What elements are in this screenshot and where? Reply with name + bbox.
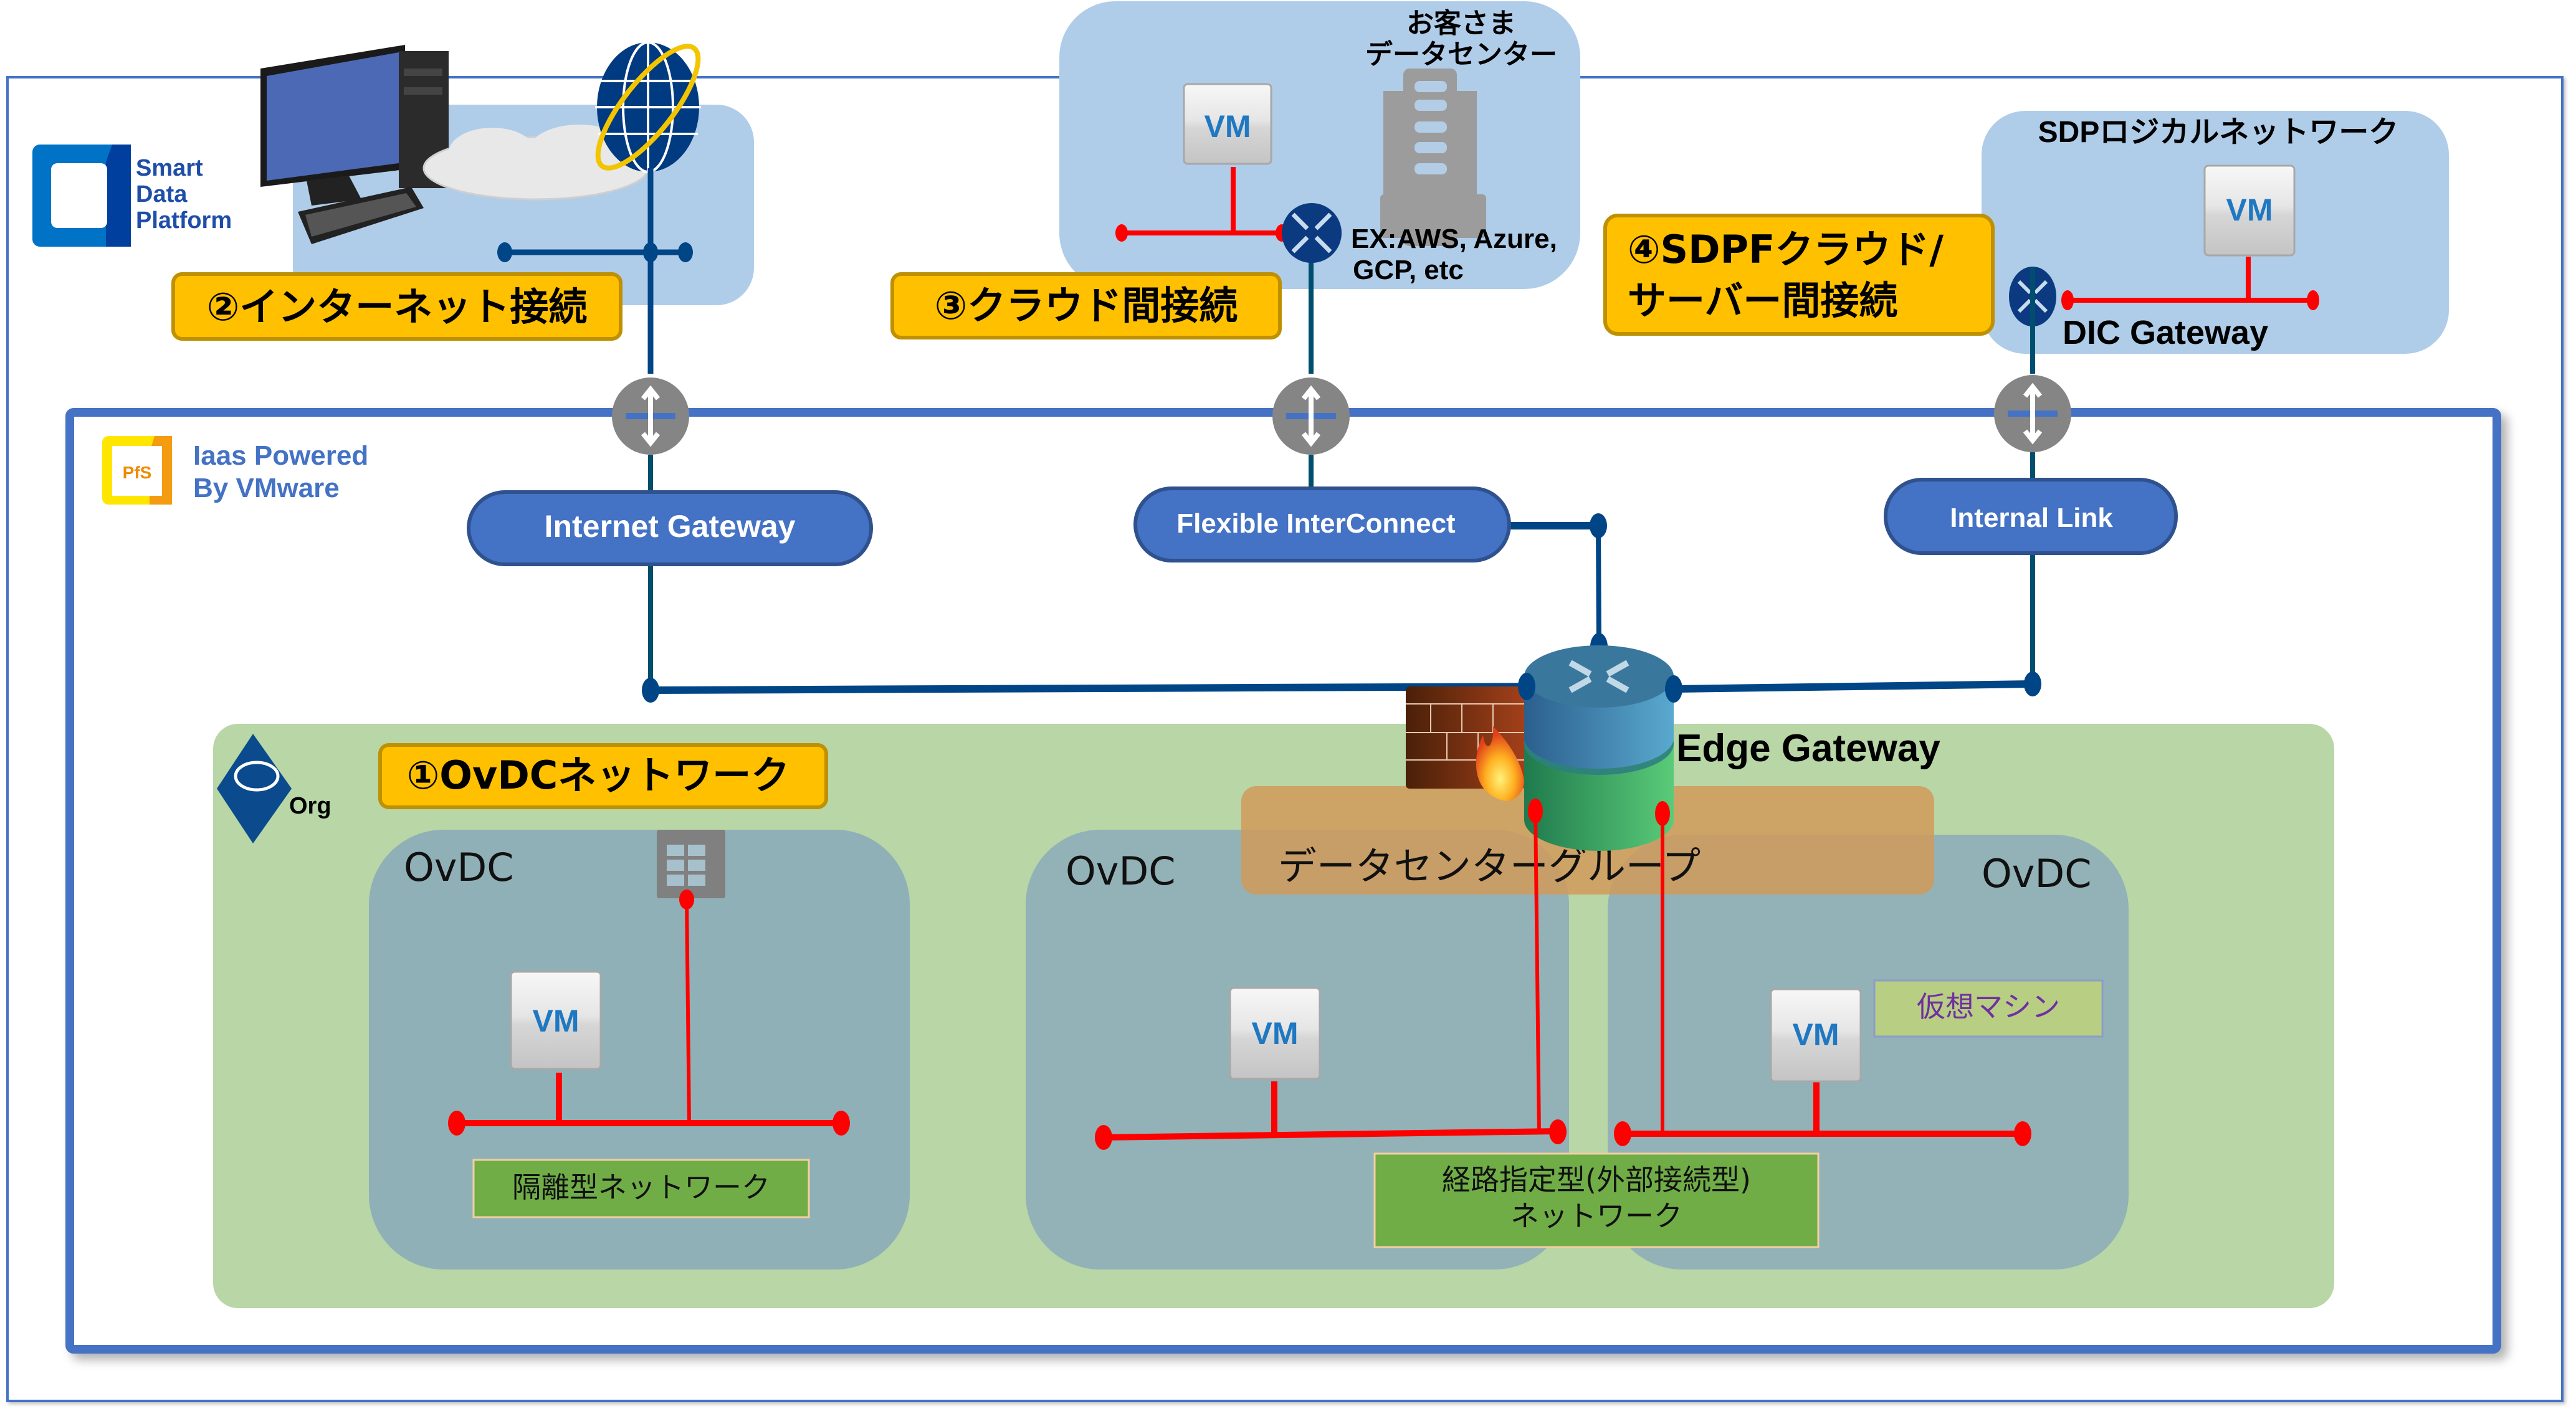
internal-link-label: Internal Link <box>1950 503 2113 533</box>
svg-text:PfS: PfS <box>123 463 152 482</box>
sdp-lan <box>2061 257 2319 310</box>
callout-ovdc-network: ①OvDCネットワーク <box>378 743 828 809</box>
internet-gateway-label: Internet Gateway <box>545 509 796 544</box>
iaas-logo: PfS Iaas Powered By VMware <box>102 436 368 505</box>
org-label: Org <box>289 793 332 819</box>
datacenter-group-label: データセンターグループ <box>1278 843 1701 889</box>
callout-ovdc-text: ①OvDCネットワーク <box>407 752 790 798</box>
internal-link-button[interactable]: Internal Link <box>1884 478 2178 555</box>
ovdc-1-vm[interactable]: VM <box>510 971 602 1070</box>
edge-gateway-label: Edge Gateway <box>1676 727 1940 770</box>
callout-internet-text: ②インターネット接続 <box>207 284 588 330</box>
building-icon <box>1380 69 1486 246</box>
desktop-computer-icon <box>260 45 449 244</box>
sdp-vm-label: VM <box>2226 192 2273 227</box>
internet-gateway-button[interactable]: Internet Gateway <box>467 490 873 566</box>
vm-legend-label: 仮想マシン <box>1917 990 2060 1023</box>
customer-examples-line1: EX:AWS, Azure, <box>1351 224 1557 254</box>
customer-vm-label: VM <box>1205 109 1251 144</box>
internet-local-link <box>497 168 693 374</box>
isolated-network-gateway-icon <box>657 830 725 898</box>
ovdc-2-label: OvDC <box>1066 848 1176 894</box>
ovdc-1-vm-label: VM <box>533 1004 580 1038</box>
vm-legend-box: 仮想マシン <box>1873 979 2104 1038</box>
routed-network-line1: 経路指定型(外部接続型) <box>1442 1163 1751 1197</box>
routed-network-line2: ネットワーク <box>1510 1199 1682 1233</box>
internet-globe-icon <box>595 41 701 173</box>
callout-cloud-text: ③クラウド間接続 <box>935 283 1238 328</box>
sdp-vm[interactable]: VM <box>2203 164 2296 257</box>
brand-line3: Platform <box>136 207 232 234</box>
customer-dc-title-line2: データセンター <box>1365 39 1557 70</box>
brand-line1: Smart <box>136 155 203 181</box>
customer-router-icon <box>1282 203 1342 374</box>
isolated-lan <box>448 890 850 1136</box>
iaas-line2: By VMware <box>193 473 340 503</box>
ovdc-3-vm[interactable]: VM <box>1770 988 1862 1083</box>
ovdc-3-label: OvDC <box>1982 851 2092 896</box>
ovdc-1-label: OvDC <box>404 845 514 890</box>
customer-examples-line2: GCP, etc <box>1353 255 1464 285</box>
isolated-network-label-box: 隔離型ネットワーク <box>472 1159 810 1218</box>
internet-uplink-router-icon <box>612 377 689 455</box>
routed-lan-ovdc3 <box>1614 801 2031 1146</box>
ovdc-3-vm-label: VM <box>1793 1017 1839 1052</box>
callout-cloud-connection: ③クラウド間接続 <box>890 272 1282 339</box>
callout-sdpf-line2: サーバー間接続 <box>1628 278 1897 323</box>
ovdc-2-vm[interactable]: VM <box>1229 987 1321 1080</box>
ovdc-2-vm-label: VM <box>1252 1016 1299 1051</box>
routed-lan-ovdc2 <box>1095 799 1567 1150</box>
flexible-interconnect-button[interactable]: Flexible InterConnect <box>1133 486 1511 562</box>
customer-dc-title-line1: お客さま <box>1406 8 1516 39</box>
brand-line2: Data <box>136 181 188 207</box>
sdp-logical-title: SDPロジカルネットワーク <box>2038 116 2399 149</box>
internal-link-uplink-router-icon <box>1994 375 2071 452</box>
fic-uplink-router-icon <box>1272 377 1350 455</box>
dic-gateway-router-icon <box>2009 267 2056 374</box>
customer-vm[interactable]: VM <box>1183 83 1272 165</box>
dic-gateway-label: DIC Gateway <box>2063 314 2268 351</box>
callout-sdpf-line1: ④SDPFクラウド/ <box>1628 227 1944 272</box>
flexible-interconnect-label: Flexible InterConnect <box>1176 508 1456 539</box>
gateway-links <box>648 452 2035 690</box>
routed-network-label-box: 経路指定型(外部接続型) ネットワーク <box>1373 1152 1820 1248</box>
smart-data-platform-logo: Smart Data Platform <box>32 145 232 247</box>
callout-sdpf-connection: ④SDPFクラウド/ サーバー間接続 <box>1603 214 1995 336</box>
org-icon: Org <box>217 734 332 843</box>
callout-internet-connection: ②インターネット接続 <box>171 272 623 341</box>
isolated-network-label: 隔離型ネットワーク <box>512 1170 770 1204</box>
iaas-line1: Iaas Powered <box>193 440 368 471</box>
firewall-icon <box>1406 686 1525 801</box>
edge-gateway-router-icon <box>1518 645 1682 851</box>
